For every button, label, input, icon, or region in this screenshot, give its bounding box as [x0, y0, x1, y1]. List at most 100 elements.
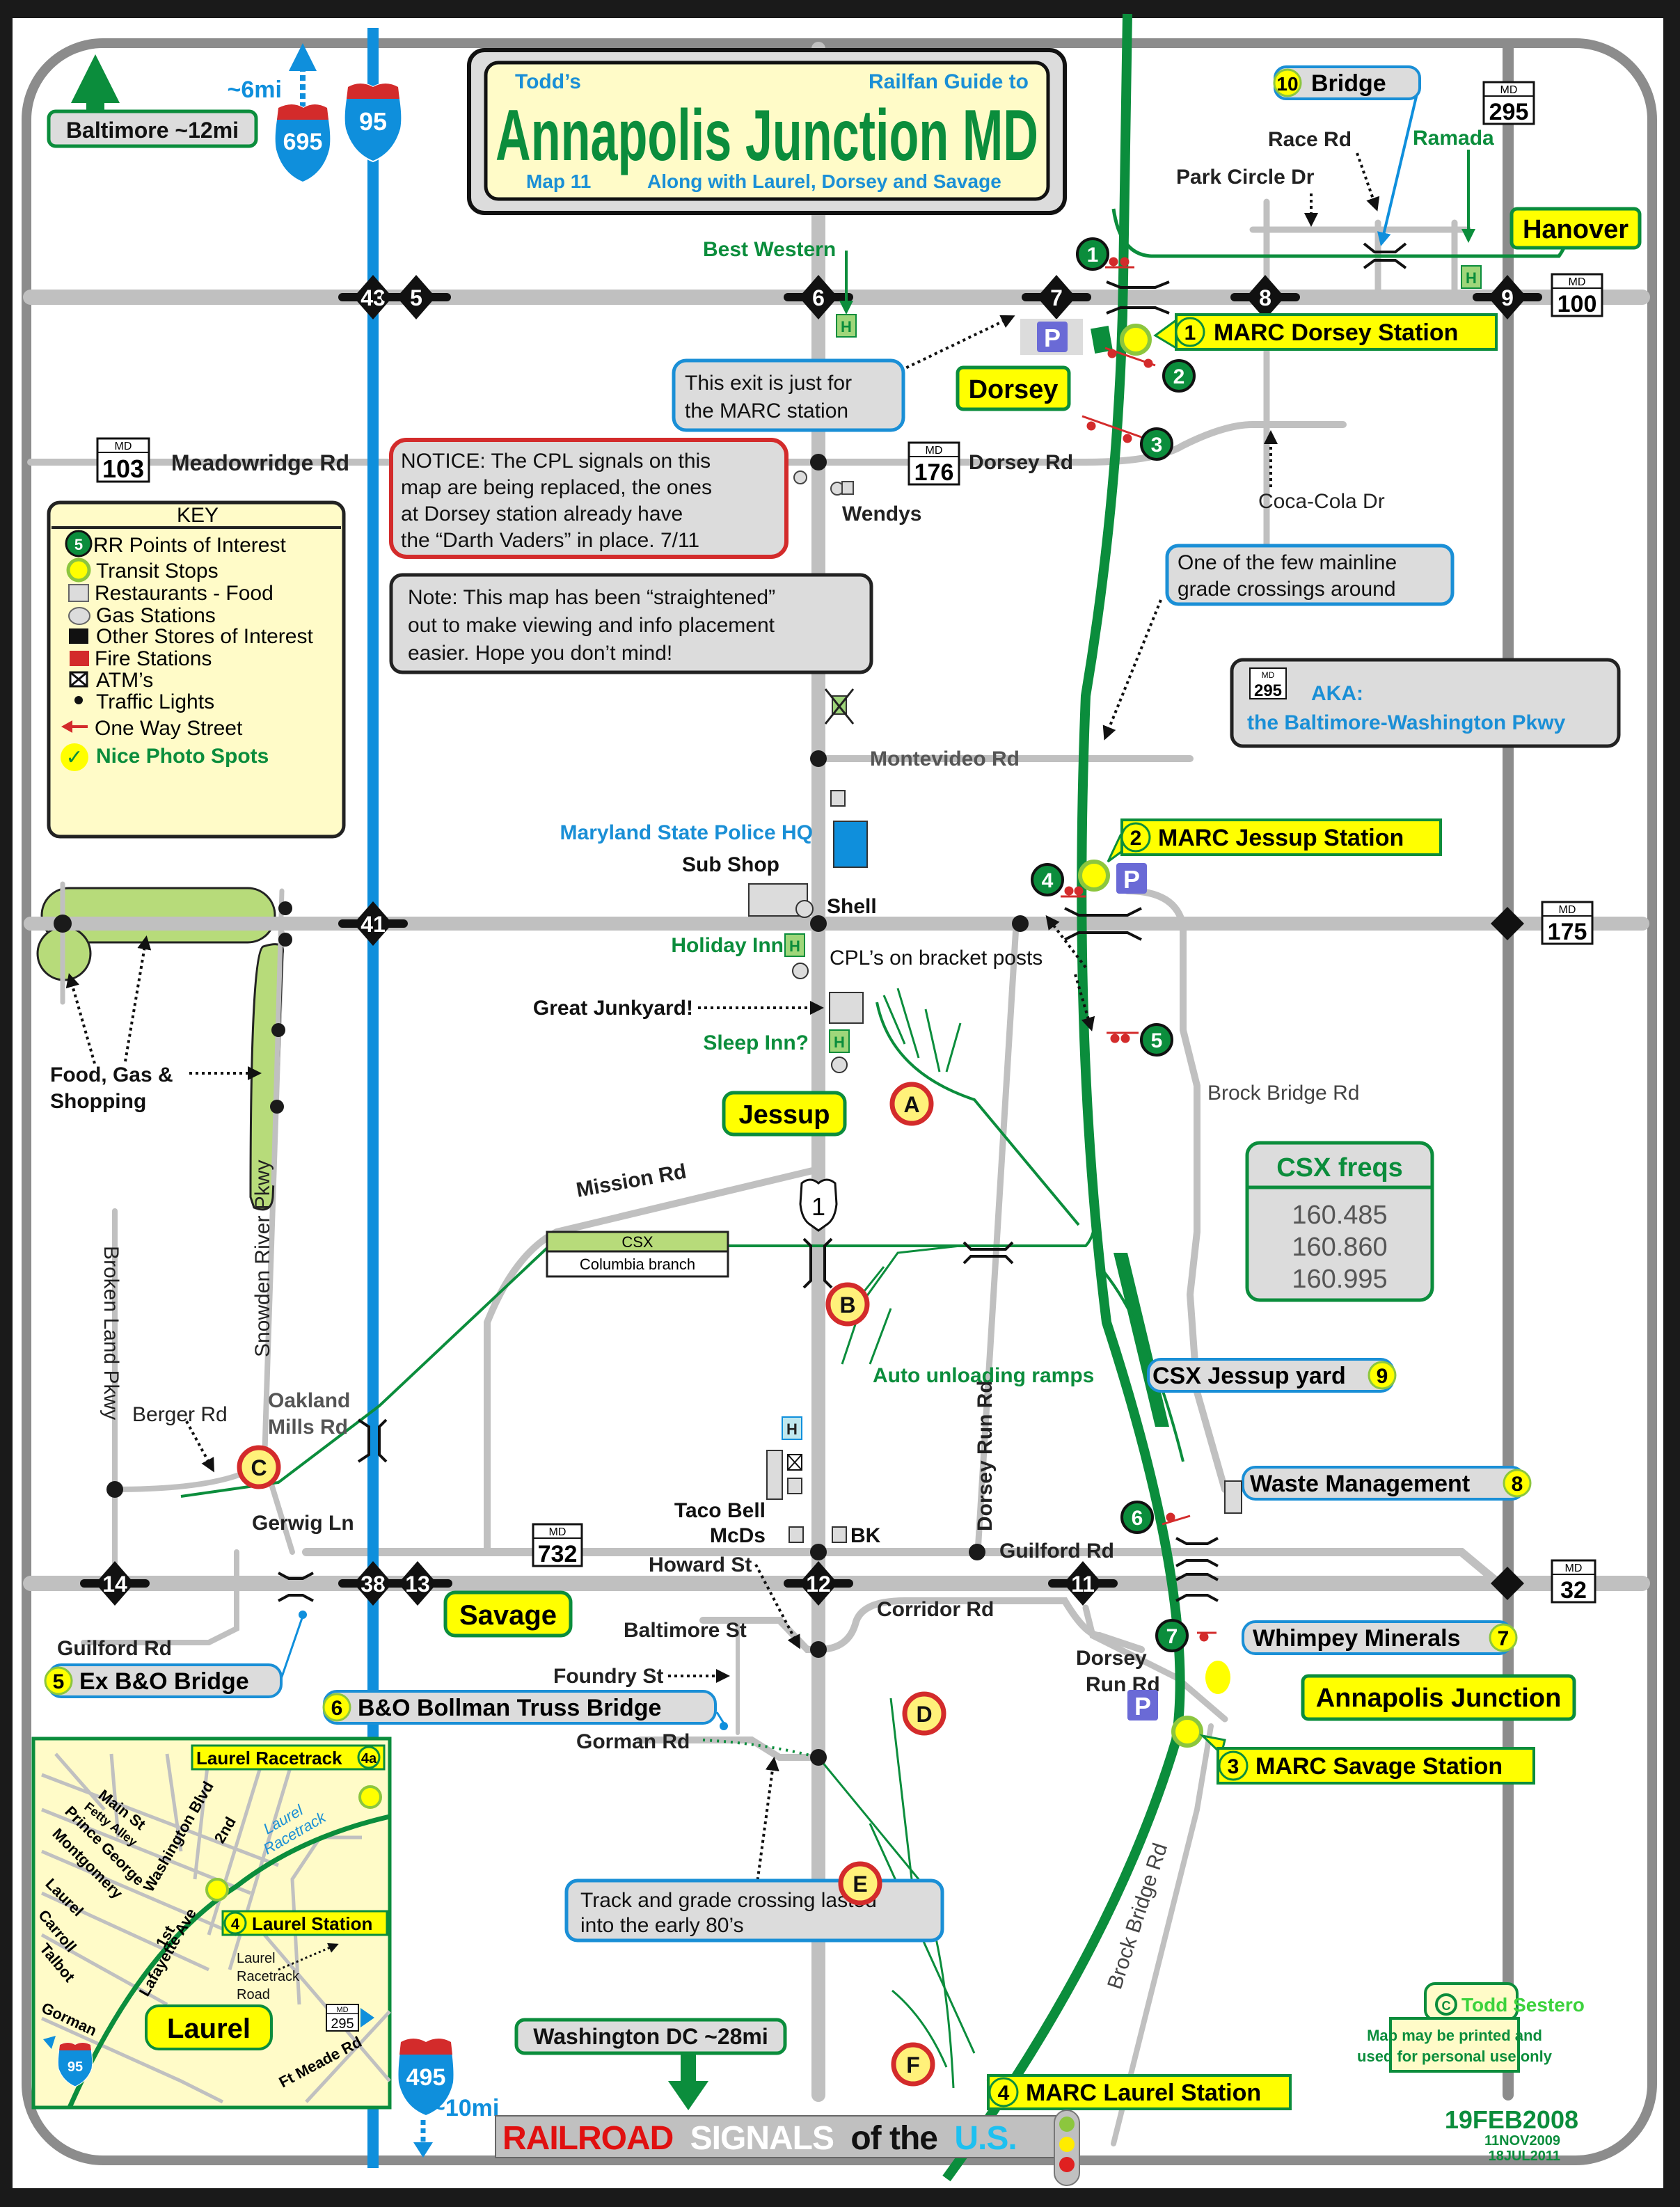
businesses: Best Western H Ramada H Wendys Maryland … — [50, 127, 1494, 1547]
note-auto-ramps: Auto unloading ramps — [873, 1364, 1094, 1387]
i695-distance: ~6mi — [228, 77, 282, 103]
svg-text:Waste Management: Waste Management — [1250, 1471, 1470, 1497]
csx-freqs-box: CSX freqs 160.485 160.860 160.995 — [1245, 1141, 1434, 1302]
svg-text:into the early 80’s: into the early 80’s — [580, 1914, 744, 1937]
svg-text:✓: ✓ — [65, 746, 83, 769]
svg-text:Gas Stations: Gas Stations — [96, 604, 216, 627]
svg-text:100: 100 — [1558, 291, 1597, 317]
transit-stops — [1078, 324, 1230, 1748]
svg-text:MD: MD — [1500, 84, 1518, 96]
svg-text:H: H — [789, 938, 800, 955]
svg-text:MD: MD — [1262, 670, 1275, 680]
spot-C: C — [237, 1445, 281, 1489]
svg-text:5: 5 — [1151, 1029, 1163, 1052]
shield-i695: 695 — [274, 104, 332, 184]
svg-text:2: 2 — [1130, 827, 1142, 850]
transit-stop-jessup — [1078, 860, 1110, 892]
direction-i695: ~6mi — [228, 43, 317, 108]
banner-word-signals: SIGNALS — [690, 2120, 834, 2157]
hotel-icon: H — [782, 1416, 802, 1440]
rr-point-1: 1 — [1076, 237, 1109, 271]
freq-2: 160.860 — [1292, 1233, 1387, 1262]
title-railfan-guide: Railfan Guide to — [869, 70, 1029, 93]
svg-text:Traffic Lights: Traffic Lights — [96, 690, 214, 713]
svg-text:E: E — [853, 1872, 867, 1897]
store-icon — [69, 628, 88, 644]
exit-9-marker: 9 — [1473, 275, 1542, 319]
svg-text:13: 13 — [405, 1572, 430, 1597]
shield-us1: 1 — [799, 1178, 838, 1232]
exit-8-marker: 8 — [1230, 275, 1300, 319]
rr-point-5: 5 — [1140, 1023, 1173, 1057]
parking-icon: P — [1134, 1692, 1151, 1720]
transit-stop-icon — [66, 557, 91, 583]
svg-text:175: 175 — [1548, 919, 1587, 945]
svg-text:H: H — [786, 1421, 798, 1438]
svg-text:4: 4 — [231, 1915, 240, 1933]
label-howard: Howard St — [649, 1553, 752, 1576]
label-gorman: Gorman Rd — [576, 1730, 690, 1753]
direction-i495: ~10mi — [413, 2095, 499, 2158]
road-park-circle — [1249, 198, 1472, 602]
road-dorsey-run — [974, 922, 1020, 1556]
svg-text:Washington DC ~28mi: Washington DC ~28mi — [533, 2024, 768, 2049]
hotel-icon: H — [836, 314, 857, 338]
svg-text:This exit is just for: This exit is just for — [685, 372, 852, 395]
label-baltimore-st: Baltimore St — [624, 1619, 747, 1642]
label-gerwig: Gerwig Ln — [252, 1512, 354, 1535]
note-track-grade: Track and grade crossing lasted into the… — [564, 1878, 944, 1943]
atm-icon — [69, 671, 88, 688]
hotel-icon: H — [829, 1029, 850, 1053]
label-best-western: Best Western — [703, 238, 836, 261]
label-food-gas-2: Shopping — [50, 1090, 146, 1113]
svg-text:Racetrack: Racetrack — [237, 1969, 300, 1984]
spot-E: E — [838, 1861, 882, 1906]
svg-text:used for personal use only: used for personal use only — [1357, 2048, 1553, 2065]
copyright-box: C Todd Sestero Map may be printed and us… — [1357, 1982, 1585, 2073]
arrow-down-icon — [413, 2142, 433, 2158]
traffic-lights — [54, 454, 1029, 1766]
svg-text:MD: MD — [926, 445, 943, 457]
svg-text:295: 295 — [331, 2016, 354, 2032]
svg-text:1: 1 — [1087, 244, 1099, 267]
gas-station-icon — [68, 607, 90, 625]
svg-text:295: 295 — [1254, 681, 1282, 700]
svg-text:103: 103 — [102, 454, 144, 483]
svg-text:C: C — [251, 1455, 267, 1480]
svg-text:2: 2 — [1173, 365, 1185, 388]
road-corridor — [815, 1597, 1145, 1653]
svg-text:495: 495 — [406, 2064, 446, 2091]
svg-text:10: 10 — [1276, 73, 1298, 95]
freq-1: 160.485 — [1292, 1201, 1387, 1230]
svg-text:at Dorsey station already have: at Dorsey station already have — [401, 503, 683, 525]
svg-text:H: H — [841, 318, 852, 335]
svg-text:4a: 4a — [361, 1751, 377, 1766]
label-berger: Berger Rd — [132, 1403, 228, 1426]
svg-text:9: 9 — [1377, 1365, 1388, 1388]
legend-key: KEY 5 RR Points of Interest Transit Stop… — [47, 500, 346, 839]
label-dorsey-rd: Dorsey Rd — [969, 451, 1073, 474]
title-sign: Todd’s Railfan Guide to Annapolis Juncti… — [467, 48, 1067, 215]
svg-text:Jessup: Jessup — [739, 1100, 830, 1130]
hotel-icon: H — [784, 933, 805, 957]
i95-number: 95 — [359, 107, 387, 136]
label-meadowridge: Meadowridge Rd — [171, 450, 349, 475]
svg-text:Bridge: Bridge — [1311, 70, 1386, 97]
inset-shield-i95: 95 — [43, 2036, 93, 2087]
restaurant-icon — [789, 1526, 804, 1543]
svg-text:D: D — [916, 1702, 932, 1727]
title-main: Annapolis Junction MD — [496, 95, 1038, 176]
spot-B: B — [825, 1282, 870, 1327]
abandoned-track — [702, 1739, 819, 1759]
svg-text:map are being replaced, the on: map are being replaced, the ones — [401, 476, 712, 499]
svg-text:MD: MD — [1565, 1563, 1583, 1574]
svg-text:Hanover: Hanover — [1523, 215, 1629, 244]
svg-text:18JUL2011: 18JUL2011 — [1489, 2149, 1560, 2164]
